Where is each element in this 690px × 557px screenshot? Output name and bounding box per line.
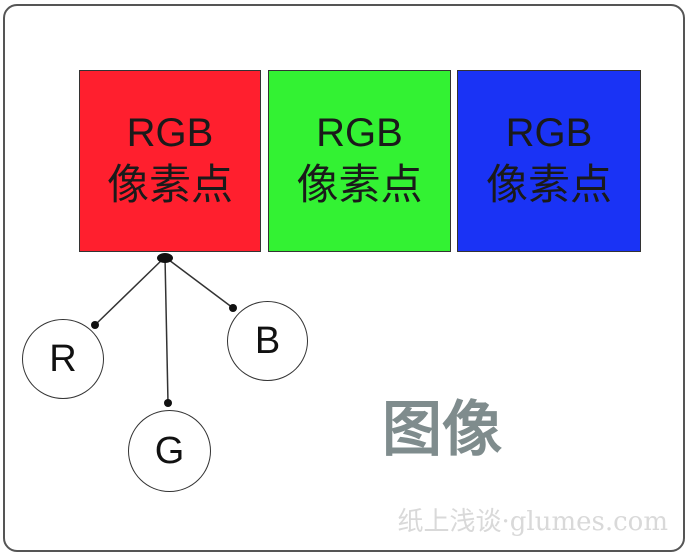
connector-hub	[157, 253, 173, 263]
rgb-pixel-box-red: RGB 像素点	[79, 70, 261, 252]
connector-line-r	[94, 256, 166, 326]
connector-end-r	[91, 321, 99, 329]
pixel-box-subtitle: 像素点	[296, 160, 423, 209]
channel-circle-r: R	[22, 319, 104, 399]
pixel-box-title: RGB	[316, 111, 403, 155]
watermark: 纸上浅谈·glumes.com	[397, 507, 669, 537]
channel-circle-b: B	[227, 301, 308, 381]
connector-line-g	[164, 256, 169, 404]
rgb-pixel-box-blue: RGB 像素点	[457, 70, 641, 252]
pixel-box-title: RGB	[505, 111, 593, 155]
pixel-box-title: RGB	[126, 111, 214, 155]
pixel-box-subtitle: 像素点	[485, 160, 612, 209]
connector-end-b	[229, 304, 237, 312]
pixel-box-subtitle: 像素点	[106, 160, 233, 209]
channel-circle-g: G	[128, 410, 211, 492]
image-label: 图像	[382, 395, 502, 465]
connector-line-b	[164, 256, 234, 309]
connector-end-g	[164, 399, 172, 407]
rgb-pixel-box-green: RGB 像素点	[268, 70, 451, 252]
